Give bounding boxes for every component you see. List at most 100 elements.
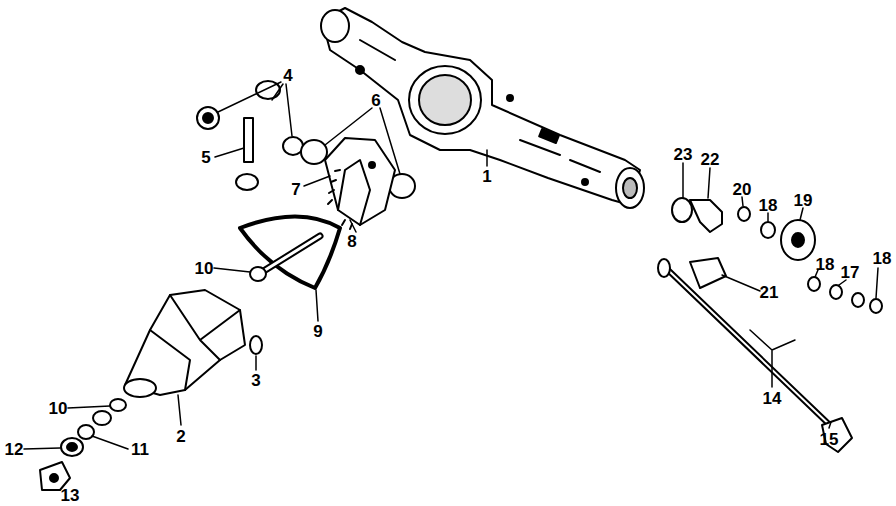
pinion-gears	[197, 81, 303, 190]
pinion-gears	[236, 174, 258, 190]
pinion-gears	[197, 107, 219, 129]
leader-lines	[708, 168, 710, 198]
hub-parts	[761, 222, 775, 238]
hub-parts	[781, 220, 815, 260]
axle-housing	[360, 40, 600, 172]
differential-carrier	[250, 336, 262, 354]
callout-number: 3	[251, 372, 260, 389]
leader-lines	[486, 150, 488, 166]
axle-housing	[356, 66, 364, 74]
callout-number: 18	[873, 250, 892, 267]
callout-number: 19	[794, 192, 813, 209]
hub-parts	[830, 285, 842, 299]
callout-number: 17	[841, 264, 860, 281]
leader-lines	[876, 268, 878, 298]
differential-carrier	[124, 290, 262, 397]
leader-lines	[178, 395, 181, 425]
pinion-gears	[203, 113, 213, 123]
callout-number: 6	[371, 92, 380, 109]
callout-number: 10	[49, 400, 68, 417]
differential-case	[338, 160, 370, 225]
callout-number: 14	[763, 390, 782, 407]
axle-housing	[623, 178, 637, 198]
callout-number: 21	[760, 284, 779, 301]
pinion-gears	[244, 118, 253, 162]
axle-shaft	[658, 259, 670, 277]
callout-number: 13	[61, 486, 80, 503]
leader-lines	[24, 82, 878, 449]
leader-lines	[350, 220, 356, 232]
axle-housing	[321, 10, 349, 42]
gasket-and-pinion	[250, 267, 266, 281]
gasket-and-pinion	[240, 217, 340, 289]
leader-lines	[92, 436, 128, 449]
axle-housing	[409, 66, 481, 134]
callout-number: 15	[820, 431, 839, 448]
callout-number: 23	[674, 146, 693, 163]
callout-number: 4	[283, 67, 292, 84]
differential-case	[325, 138, 395, 225]
hub-parts	[870, 299, 882, 313]
differential-case	[301, 140, 327, 164]
leader-lines	[682, 163, 684, 198]
leader-lines	[255, 356, 257, 370]
axle-housing	[582, 179, 588, 185]
pinion-flange-parts	[61, 438, 83, 456]
leader-lines	[316, 290, 318, 321]
callout-number: 2	[176, 428, 185, 445]
callout-number: 11	[131, 441, 149, 458]
axle-shaft	[668, 270, 835, 430]
callout-number: 1	[482, 168, 491, 185]
leader-lines	[24, 448, 60, 449]
pinion-flange-parts	[40, 399, 126, 490]
leader-lines	[218, 82, 292, 136]
leader-lines	[829, 422, 831, 428]
axle-housing	[419, 75, 471, 125]
differential-case	[301, 138, 415, 229]
hub-parts	[738, 207, 750, 221]
hub-parts	[690, 200, 722, 232]
callout-number: 5	[201, 149, 210, 166]
axle-housing	[507, 95, 513, 101]
callout-number: 22	[701, 151, 720, 168]
hub-parts	[672, 198, 882, 313]
pinion-flange-parts	[93, 411, 111, 425]
pinion-flange-parts	[67, 443, 77, 451]
hub-parts	[672, 198, 692, 222]
gasket-and-pinion	[262, 236, 320, 272]
differential-carrier	[124, 379, 156, 397]
callout-number: 18	[816, 256, 835, 273]
leader-lines	[742, 197, 743, 206]
callout-number: 7	[291, 181, 300, 198]
hub-parts	[852, 293, 864, 307]
axle-housing	[616, 168, 644, 208]
pinion-flange-parts	[50, 474, 58, 482]
leader-lines	[304, 176, 330, 186]
leader-lines	[325, 108, 400, 174]
differential-case	[369, 162, 375, 168]
gasket-and-pinion	[240, 217, 340, 289]
callout-number: 12	[5, 441, 24, 458]
pinion-gears	[283, 137, 303, 155]
pinion-flange-parts	[78, 425, 94, 439]
callout-number: 18	[759, 197, 778, 214]
pinion-flange-parts	[110, 399, 126, 411]
callout-number: 9	[313, 323, 322, 340]
leader-lines	[214, 268, 250, 272]
leader-lines	[767, 213, 769, 221]
callout-number: 8	[347, 233, 356, 250]
leader-lines	[839, 280, 846, 285]
leader-lines	[215, 148, 244, 157]
axle-housing	[539, 129, 559, 143]
axle-shaft	[668, 270, 835, 430]
leader-lines	[68, 406, 110, 408]
hub-parts	[808, 277, 820, 291]
axle-shaft	[690, 258, 726, 288]
hub-parts	[792, 233, 804, 247]
axle-shaft	[658, 258, 852, 452]
gasket-and-pinion	[262, 236, 320, 272]
leader-lines	[750, 330, 795, 387]
